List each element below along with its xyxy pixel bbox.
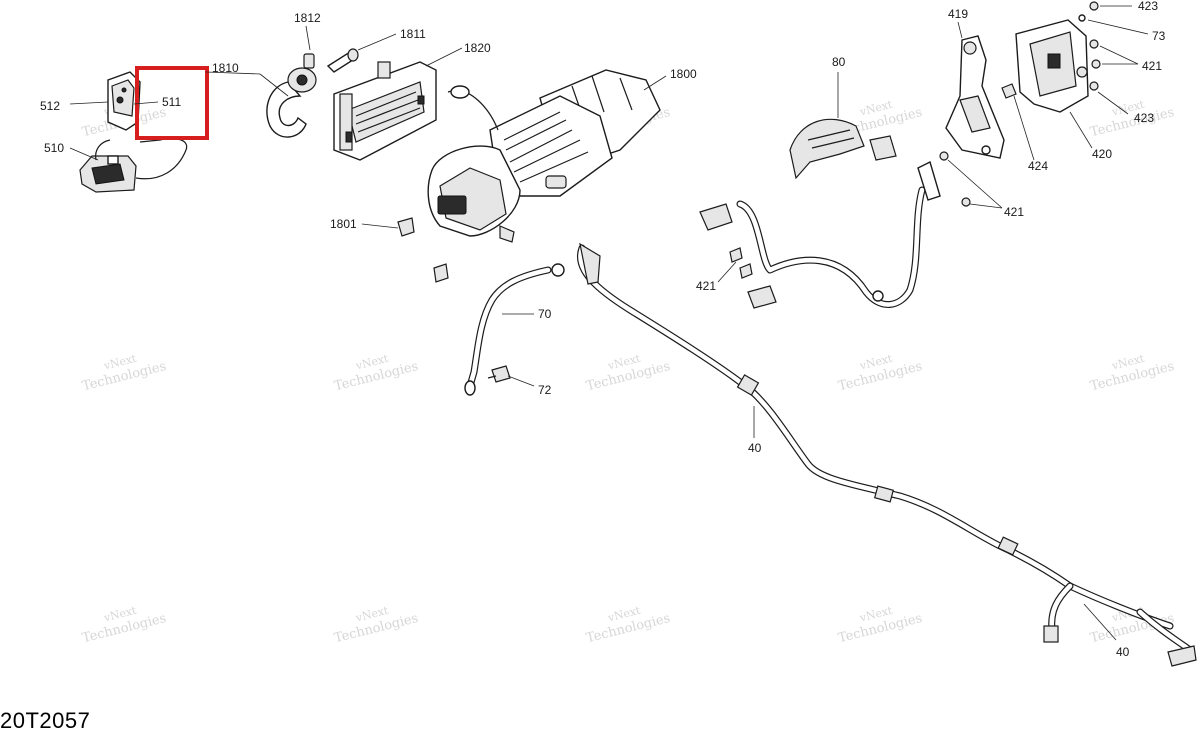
callout-72: 72 — [538, 383, 552, 397]
callout-1810: 1810 — [212, 61, 239, 75]
hook-pin-1812 — [303, 53, 315, 69]
callout-421-right: 421 — [1142, 59, 1162, 73]
callout-420: 420 — [1092, 147, 1112, 161]
bolt-72 — [487, 365, 511, 383]
callout-512: 512 — [40, 99, 60, 113]
callout-1820: 1820 — [464, 41, 491, 55]
callout-421-center: 421 — [1004, 205, 1024, 219]
callout-80: 80 — [832, 55, 846, 69]
callout-40-upper: 40 — [748, 441, 762, 455]
roller-pin-1811 — [326, 48, 359, 73]
callout-511: 511 — [162, 95, 181, 109]
winch-bolt-1801 — [397, 217, 449, 283]
roller-fairlead-1820 — [333, 61, 437, 161]
fasteners-421-423-424 — [939, 1, 1101, 207]
callout-510: 510 — [44, 141, 64, 155]
winch-switch-bracket — [107, 71, 141, 131]
leader-lines — [69, 5, 1149, 641]
contactor-bracket-419 — [945, 35, 1005, 159]
callout-1801: 1801 — [330, 217, 357, 231]
callout-70: 70 — [538, 307, 552, 321]
callout-424: 424 — [1028, 159, 1048, 173]
callout-421-left: 421 — [696, 279, 716, 293]
wiring-harness-40 — [577, 242, 1197, 667]
callout-1812: 1812 — [294, 11, 321, 25]
callout-423-mid: 423 — [1134, 111, 1154, 125]
winch-hook-1810 — [266, 67, 317, 138]
callout-419: 419 — [948, 7, 968, 21]
callout-1811: 1811 — [400, 27, 426, 41]
contactor-420 — [1015, 19, 1089, 113]
highlight-box-511 — [135, 66, 209, 140]
winch-switch-510 — [79, 137, 188, 193]
winch-sub-harness-80 — [699, 118, 941, 309]
callout-40-lower: 40 — [1116, 645, 1130, 659]
callout-73: 73 — [1152, 29, 1166, 43]
winch-assembly-1800 — [427, 69, 661, 243]
ground-cable-70 — [464, 263, 565, 396]
callout-423-top: 423 — [1138, 0, 1158, 13]
callout-1800: 1800 — [670, 67, 697, 81]
callout-labels: 1812 1811 1820 1810 512 511 510 1800 180… — [40, 0, 1166, 659]
diagram-code: 20T2057 — [0, 708, 91, 733]
